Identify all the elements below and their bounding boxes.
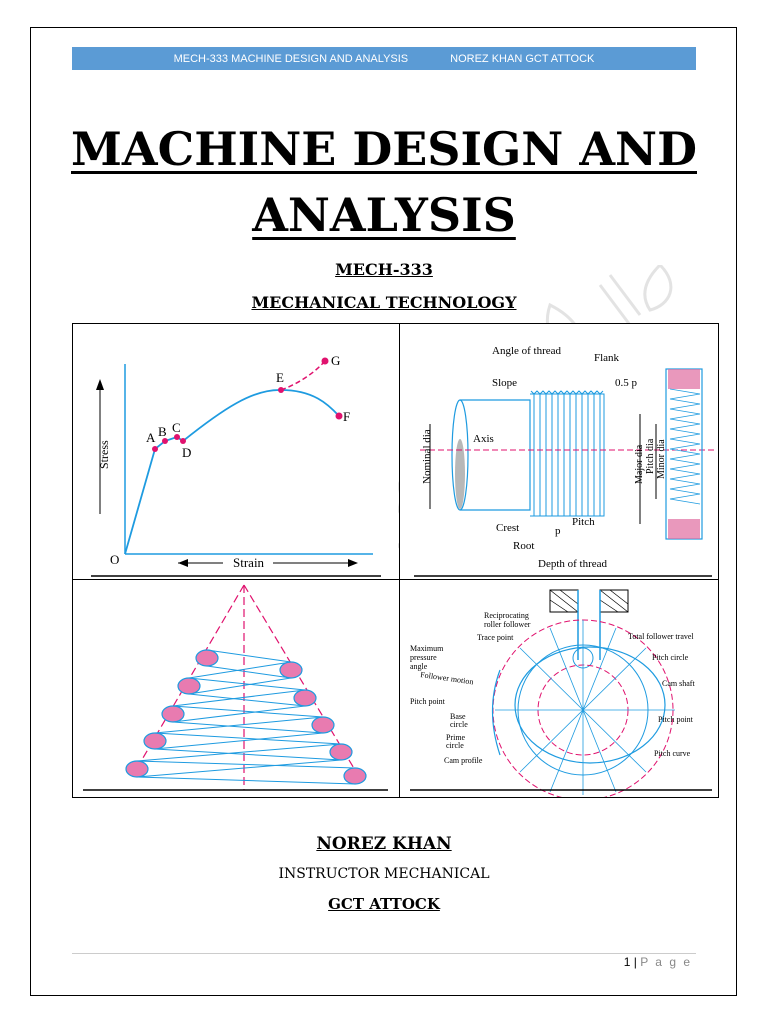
base-label: Base [450, 712, 466, 721]
point-g-label: G [331, 353, 340, 368]
point-d-label: D [182, 445, 191, 460]
flank-label: Flank [594, 352, 620, 364]
angle-of-thread-label: Angle of thread [492, 345, 562, 357]
pitch-point-right-label: Pitch point [658, 715, 694, 724]
grid-divider-vertical [399, 323, 400, 798]
point-a-label: A [146, 430, 156, 445]
course-code: MECH-333 [335, 260, 433, 279]
department-name: MECHANICAL TECHNOLOGY [251, 293, 517, 312]
point-f-label: F [343, 409, 350, 424]
screw-thread-diagram: Angle of thread Flank Slope 0.5 p Nomina… [400, 324, 718, 578]
page-footer: 1 | P a g e [624, 955, 692, 969]
base-circle-label: circle [450, 720, 468, 729]
footer-divider [72, 953, 696, 954]
pitch-label: Pitch [572, 516, 595, 528]
cam-profile-label: Cam profile [444, 756, 483, 765]
cam-shaft-label: Cam shaft [662, 679, 695, 688]
page-border [30, 27, 737, 996]
header-author-org: NOREZ KHAN GCT ATTOCK [450, 52, 595, 65]
document-title-line1: MACHINE DESIGN AND [71, 122, 697, 176]
roller-follower-label: roller follower [484, 620, 531, 629]
trace-point-label: Trace point [477, 633, 514, 642]
document-title-line2: ANALYSIS [252, 188, 516, 242]
pitch-dia-label: Pitch dia [645, 438, 656, 474]
total-follower-travel-label: Total follower travel [628, 632, 694, 641]
axis-label: Axis [473, 433, 494, 445]
follower-motion-label: Follower motion [420, 670, 474, 686]
conical-spring-diagram [73, 580, 398, 797]
author-role: INSTRUCTOR MECHANICAL [278, 866, 490, 882]
half-pitch-label: 0.5 p [615, 377, 638, 389]
header-course-title: MECH-333 MACHINE DESIGN AND ANALYSIS [173, 52, 409, 65]
p-label: p [555, 525, 561, 537]
figure-grid [72, 323, 719, 798]
point-e-label: E [276, 370, 284, 385]
institution-name: GCT ATTOCK [328, 895, 440, 913]
cam-profile-diagram: Reciprocating roller follower Trace poin… [400, 580, 718, 797]
crest-label: Crest [496, 522, 519, 534]
page-number: 1 [623, 955, 631, 969]
point-c-label: C [172, 420, 181, 435]
origin-label: O [110, 552, 119, 567]
pressure-label: pressure [410, 653, 437, 662]
strain-axis-label: Strain [233, 555, 265, 570]
pitch-point-left-label: Pitch point [410, 697, 446, 706]
stress-strain-diagram: Stress Strain O A B C D E F G [73, 324, 398, 578]
angle-label: angle [410, 662, 428, 671]
pitch-circle-label: Pitch circle [652, 653, 689, 662]
pitch-curve-label: Pitch curve [654, 749, 691, 758]
depth-of-thread-label: Depth of thread [538, 558, 608, 570]
point-b-label: B [158, 424, 167, 439]
author-name: NOREZ KHAN [316, 834, 452, 854]
root-label: Root [513, 540, 534, 552]
header-bar: MECH-333 MACHINE DESIGN AND ANALYSIS NOR… [72, 47, 696, 70]
prime-label: Prime [446, 733, 466, 742]
prime-circle-label: circle [446, 741, 464, 750]
reciprocating-label: Reciprocating [484, 611, 529, 620]
slope-label: Slope [492, 377, 517, 389]
stress-axis-label: Stress [97, 440, 111, 469]
nominal-dia-label: Nominal dia [421, 429, 433, 484]
maximum-label: Maximum [410, 644, 444, 653]
grid-divider-horizontal [72, 579, 719, 580]
minor-dia-label: Minor dia [656, 439, 667, 479]
page-label: P a g e [640, 955, 692, 969]
footer-separator: | [633, 955, 637, 969]
major-dia-label: Major dia [634, 444, 645, 484]
